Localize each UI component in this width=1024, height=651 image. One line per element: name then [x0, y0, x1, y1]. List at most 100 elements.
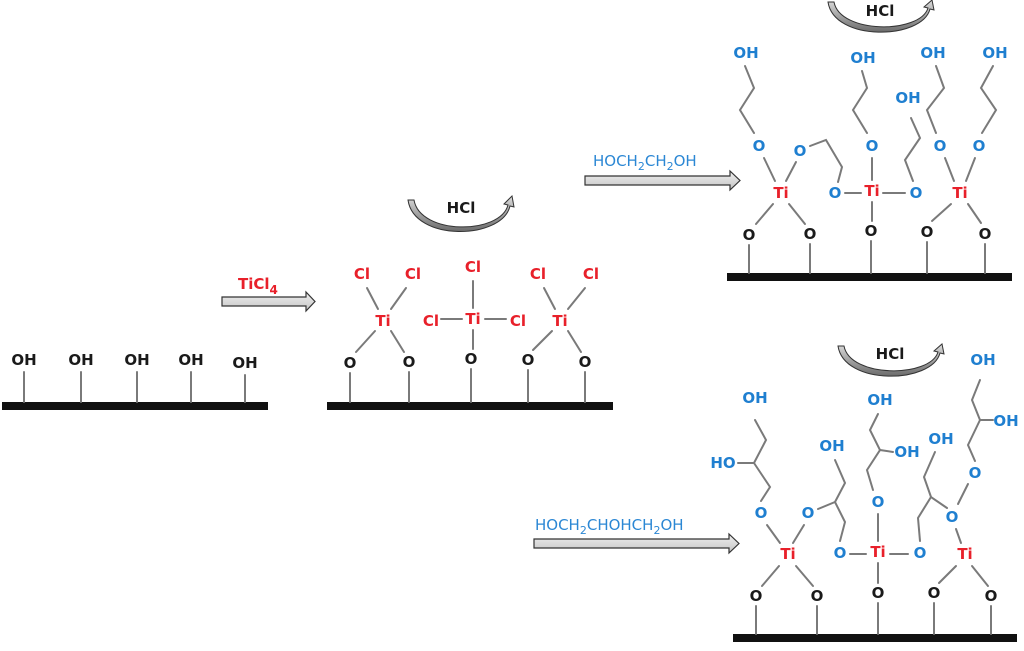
- titanium-atom: Ti: [780, 545, 795, 563]
- bond-line: [944, 157, 955, 182]
- substrate-surface: [327, 402, 613, 410]
- surface-oxygen: O: [403, 353, 416, 371]
- organic-oxygen: O: [872, 493, 885, 511]
- bond-line: [922, 451, 936, 498]
- bond-line: [390, 330, 405, 353]
- hydroxyl-group: OH: [982, 44, 1007, 62]
- arrow-icon: [584, 169, 741, 192]
- curved-arrow-icon: [837, 343, 945, 377]
- reagent-glycol-label: HOCH2CH2OH: [593, 152, 697, 173]
- arrow-icon: [533, 532, 740, 555]
- hydroxyl-group: OH: [928, 430, 953, 448]
- bond-line: [971, 565, 989, 587]
- surface-oxygen: O: [750, 587, 763, 605]
- curved-arrow-icon: [407, 194, 515, 232]
- organic-oxygen: O: [834, 544, 847, 562]
- surface-oxygen: O: [743, 226, 756, 244]
- chlorine-atom: Cl: [510, 312, 526, 330]
- bond-line: [785, 161, 797, 182]
- bond-line: [761, 565, 780, 587]
- bond-line: [938, 565, 957, 584]
- titanium-atom: Ti: [375, 312, 390, 330]
- organic-oxygen: O: [802, 504, 815, 522]
- bond-line: [755, 203, 774, 225]
- bond-line: [957, 483, 969, 505]
- bond-line: [788, 203, 806, 225]
- hydroxyl-group: OH: [850, 49, 875, 67]
- organic-oxygen: O: [794, 142, 807, 160]
- hydroxyl-group: OH: [742, 389, 767, 407]
- arrow-icon: [221, 290, 316, 313]
- bond-line: [738, 65, 756, 134]
- substrate-surface: [727, 273, 1012, 281]
- bond-line: [567, 287, 586, 310]
- hcl-label: HCl: [866, 2, 895, 20]
- organic-oxygen: O: [914, 544, 927, 562]
- bond-line: [979, 65, 998, 134]
- hydroxyl-group: OH: [68, 351, 93, 369]
- bond-line: [809, 138, 844, 183]
- bond-line: [355, 330, 376, 353]
- surface-oxygen: O: [344, 354, 357, 372]
- bond-line: [817, 500, 847, 542]
- surface-oxygen: O: [865, 222, 878, 240]
- bond-line: [925, 65, 946, 134]
- surface-oxygen: O: [579, 353, 592, 371]
- surface-oxygen: O: [872, 584, 885, 602]
- bond-line: [543, 287, 556, 310]
- reagent-ticl4-label: TiCl4: [238, 275, 278, 297]
- titanium-atom: Ti: [773, 184, 788, 202]
- chlorine-atom: Cl: [530, 265, 546, 283]
- chlorine-atom: Cl: [583, 265, 599, 283]
- reagent-glycerol-label: HOCH2CHOHCH2OH: [535, 516, 684, 537]
- titanium-atom: Ti: [952, 184, 967, 202]
- hydroxyl-group: OH: [11, 351, 36, 369]
- bond-line: [795, 565, 814, 587]
- hcl-label: HCl: [876, 345, 905, 363]
- titanium-atom: Ti: [870, 543, 885, 561]
- bond-line: [967, 203, 982, 224]
- reaction-arrow-glycerol: HOCH2CHOHCH2OH: [533, 516, 740, 555]
- bond-line: [879, 449, 894, 453]
- hydroxyl-group: OH: [867, 391, 892, 409]
- organic-oxygen: O: [829, 184, 842, 202]
- organic-oxygen: O: [755, 504, 768, 522]
- curved-arrow-icon: [827, 0, 935, 33]
- organic-oxygen: O: [910, 184, 923, 202]
- chlorine-atom: Cl: [405, 265, 421, 283]
- bond-line: [903, 117, 922, 182]
- byproduct-hcl-1: HCl: [407, 194, 515, 232]
- bond-line: [834, 459, 847, 503]
- surface-oxygen: O: [979, 225, 992, 243]
- bond-line: [965, 157, 976, 182]
- bond-line: [567, 330, 582, 353]
- hydroxyl-group: OH: [178, 351, 203, 369]
- surface-oxygen: O: [928, 584, 941, 602]
- surface-oxygen: O: [804, 225, 817, 243]
- hydroxyl-group: OH: [124, 351, 149, 369]
- organic-oxygen: O: [973, 137, 986, 155]
- byproduct-hcl-3: HCl: [837, 343, 945, 377]
- bond-line: [752, 419, 772, 502]
- titanium-atom: Ti: [552, 312, 567, 330]
- titanium-atom: Ti: [864, 182, 879, 200]
- surface-oxygen: O: [985, 587, 998, 605]
- bond-line: [763, 157, 776, 182]
- hydroxyl-group: OH: [819, 437, 844, 455]
- surface-oxygen: O: [522, 351, 535, 369]
- hydroxyl-group: OH: [895, 89, 920, 107]
- surface-oxygen: O: [811, 587, 824, 605]
- organic-oxygen: O: [946, 508, 959, 526]
- hydroxyl-group: OH: [920, 44, 945, 62]
- organic-oxygen: O: [866, 137, 879, 155]
- chlorine-atom: Cl: [465, 258, 481, 276]
- bond-line: [366, 287, 379, 310]
- byproduct-hcl-2: HCl: [827, 0, 935, 33]
- substrate-surface: [2, 402, 268, 410]
- bond-line: [851, 70, 869, 134]
- hydroxyl-group: OH: [894, 443, 919, 461]
- chlorine-atom: Cl: [354, 265, 370, 283]
